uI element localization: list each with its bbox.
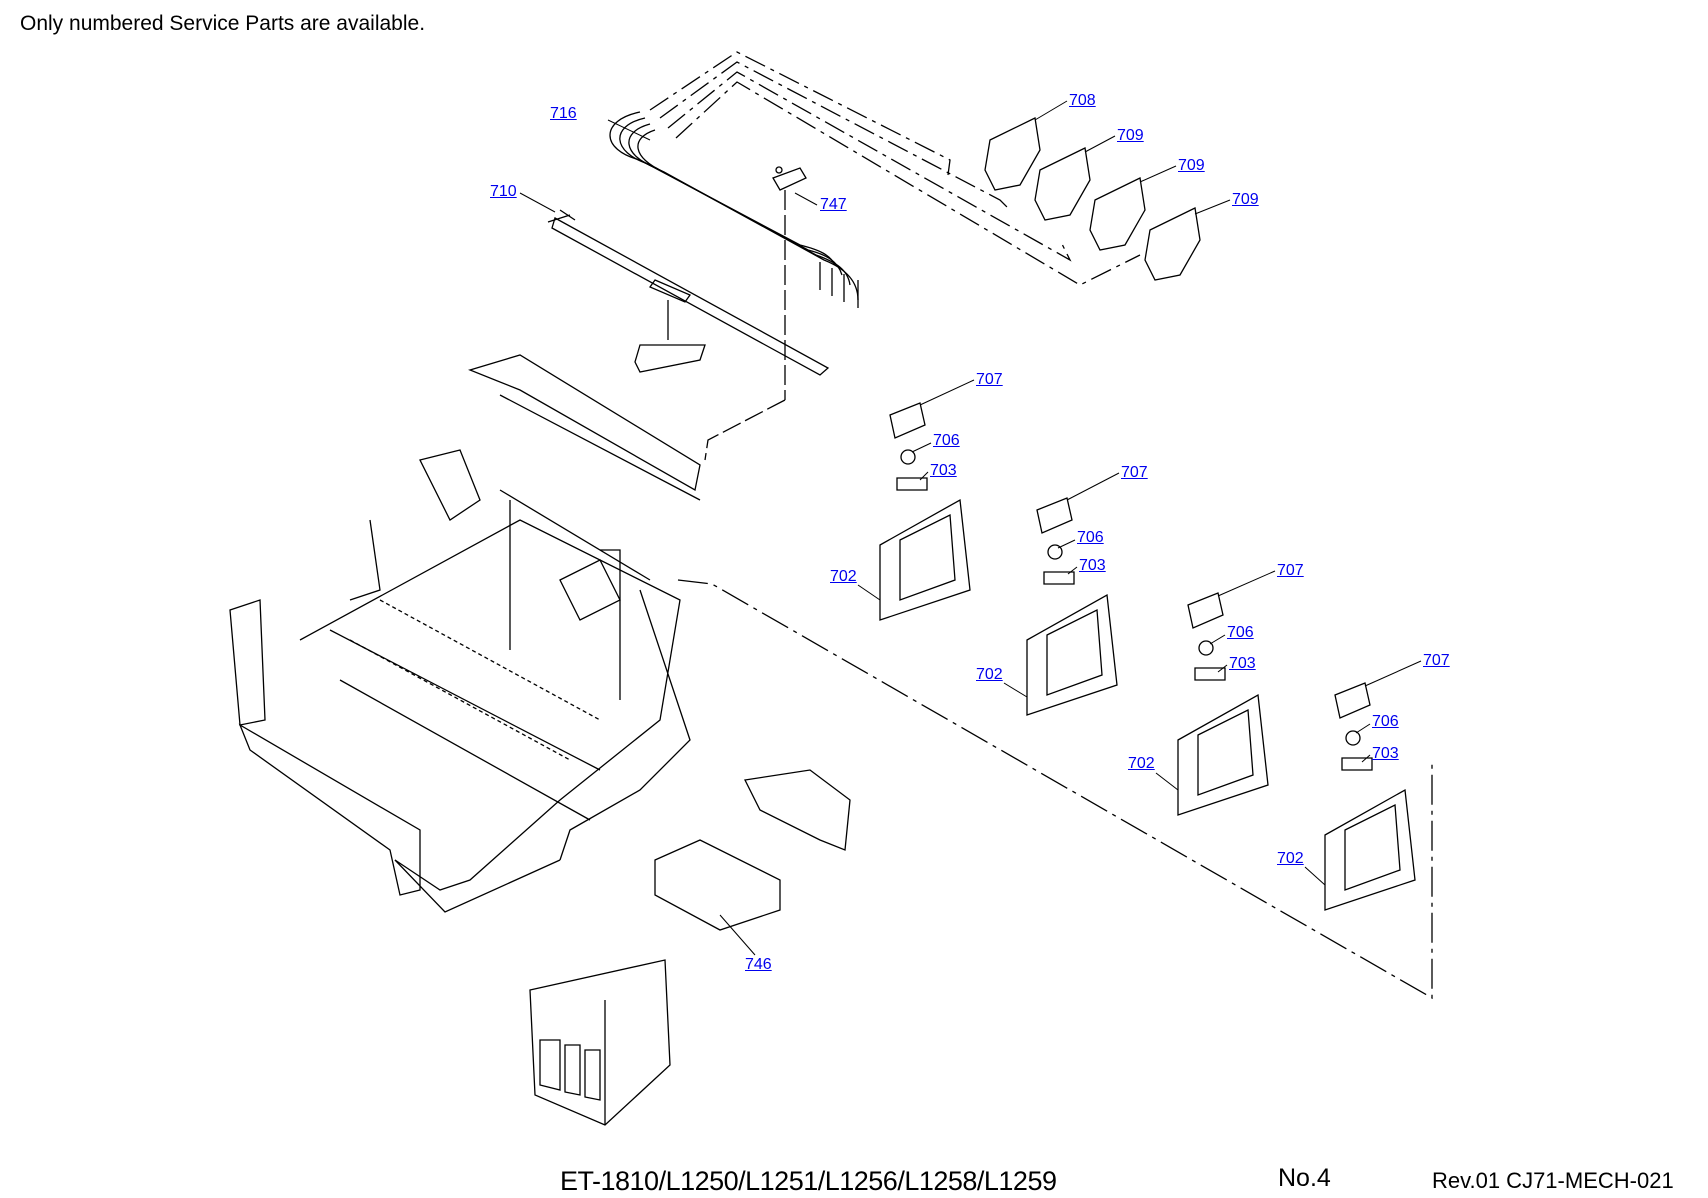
tube-route-lines [649, 51, 1141, 286]
model-list: ET-1810/L1250/L1251/L1256/L1258/L1259 [560, 1166, 1057, 1196]
part-link-708[interactable]: 708 [1069, 92, 1096, 109]
ink-tank-cover [529, 959, 671, 1126]
service-parts-note: Only numbered Service Parts are availabl… [20, 12, 426, 35]
frame-to-head-line [677, 579, 1433, 1000]
part-link-746[interactable]: 746 [745, 956, 772, 973]
part-link-706[interactable]: 706 [1372, 713, 1399, 730]
part-link-703[interactable]: 703 [1079, 557, 1106, 574]
ink-tank-holder-746 [654, 769, 851, 931]
printhead-2 [1026, 497, 1118, 716]
main-frame [229, 449, 691, 913]
part-link-706[interactable]: 706 [1227, 624, 1254, 641]
part-link-707[interactable]: 707 [1121, 464, 1148, 481]
part-link-706[interactable]: 706 [1077, 529, 1104, 546]
part-link-707[interactable]: 707 [1423, 652, 1450, 669]
part-link-747[interactable]: 747 [820, 196, 847, 213]
printhead-1 [879, 402, 971, 621]
leader-lines [519, 100, 1422, 956]
page-number: No.4 [1278, 1164, 1331, 1192]
part-link-707[interactable]: 707 [1277, 562, 1304, 579]
part-link-703[interactable]: 703 [930, 462, 957, 479]
part-link-706[interactable]: 706 [933, 432, 960, 449]
part-link-703[interactable]: 703 [1372, 745, 1399, 762]
part-link-710[interactable]: 710 [490, 183, 517, 200]
part-link-709[interactable]: 709 [1232, 191, 1259, 208]
ink-supply-valves [984, 117, 1201, 281]
part-link-709[interactable]: 709 [1117, 127, 1144, 144]
printhead-4 [1324, 682, 1416, 911]
part-link-702[interactable]: 702 [1128, 755, 1155, 772]
part-link-709[interactable]: 709 [1178, 157, 1205, 174]
printhead-3 [1177, 592, 1269, 816]
part-link-703[interactable]: 703 [1229, 655, 1256, 672]
part-link-716[interactable]: 716 [550, 105, 577, 122]
part-link-707[interactable]: 707 [976, 371, 1003, 388]
carriage-guide [468, 354, 701, 501]
part-link-702[interactable]: 702 [976, 666, 1003, 683]
ink-tube-716 [609, 111, 859, 308]
part-link-702[interactable]: 702 [830, 568, 857, 585]
head-ffc-710 [547, 209, 830, 376]
part-link-702[interactable]: 702 [1277, 850, 1304, 867]
tube-holder-747 [704, 166, 807, 461]
revision-code: Rev.01 CJ71-MECH-021 [1432, 1168, 1674, 1193]
